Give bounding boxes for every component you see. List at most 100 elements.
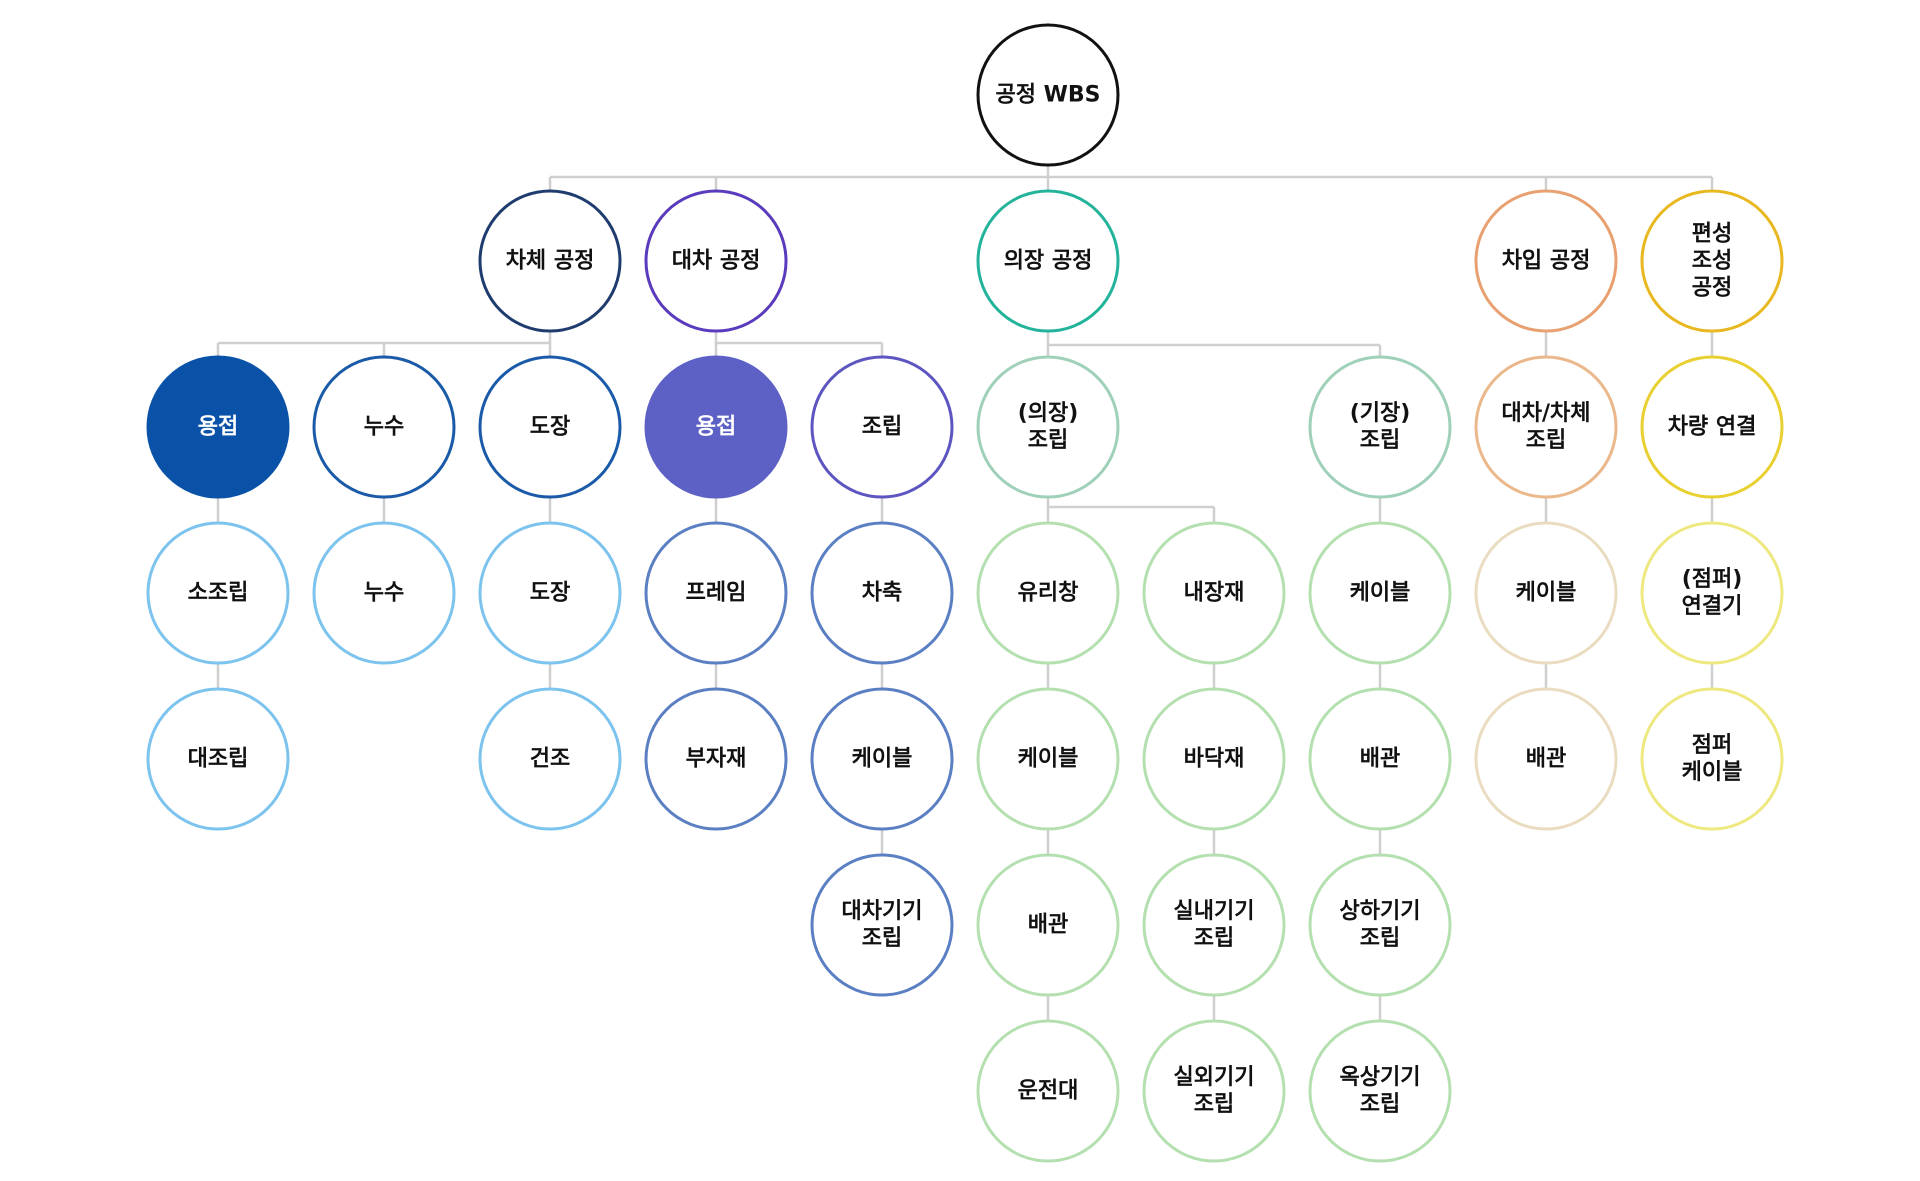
node-circle: [810, 355, 954, 499]
node-label: 케이블: [1018, 747, 1079, 772]
node-circle: [1308, 355, 1452, 499]
node-e-1: 케이블: [1474, 521, 1618, 665]
node-label: 케이블: [1350, 581, 1411, 606]
node-circle: [312, 355, 456, 499]
node-circle: [1474, 355, 1618, 499]
node-circle: [976, 853, 1120, 997]
node-root: 공정 WBS: [976, 23, 1120, 167]
node-label: 대차기기: [842, 899, 923, 924]
node-label: 조립: [1194, 926, 1234, 951]
node-circle: [1142, 853, 1286, 997]
node-entry: 차입 공정: [1474, 189, 1618, 333]
node-circle: [976, 189, 1120, 333]
node-b-leak: 누수: [312, 355, 456, 499]
node-g-assy-2: 케이블: [810, 687, 954, 831]
node-g-weld-2: 부자재: [644, 687, 788, 831]
node-label: 조립: [1526, 428, 1566, 453]
node-o-a-4: 운전대: [976, 1019, 1120, 1163]
node-circle: [146, 687, 290, 831]
node-f-link: 차량 연결: [1640, 355, 1784, 499]
node-o-a-2: 케이블: [976, 687, 1120, 831]
node-g-weld: 용접: [644, 355, 788, 499]
node-circle: [478, 687, 622, 831]
node-label: 조립: [1360, 926, 1400, 951]
node-circle: [146, 521, 290, 665]
node-circle: [1142, 1019, 1286, 1163]
node-circle: [1474, 521, 1618, 665]
node-circle: [976, 355, 1120, 499]
node-bogie: 대차 공정: [644, 189, 788, 333]
node-label: 조립: [1360, 428, 1400, 453]
node-b-weld-2: 대조립: [146, 687, 290, 831]
node-circle: [146, 355, 290, 499]
node-o-assy: (의장)조립: [976, 355, 1120, 499]
node-label: 배관: [1028, 913, 1068, 938]
node-circle: [644, 687, 788, 831]
node-label: 공정 WBS: [995, 83, 1100, 108]
node-circle: [810, 521, 954, 665]
node-circle: [1640, 355, 1784, 499]
node-circle: [976, 23, 1120, 167]
node-circle: [976, 521, 1120, 665]
node-label: 배관: [1360, 747, 1400, 772]
connector-lines: [216, 165, 1714, 1021]
node-circle: [1474, 189, 1618, 333]
node-o-b-1: 내장재: [1142, 521, 1286, 665]
node-label: 도장: [530, 415, 570, 440]
node-circle: [1142, 521, 1286, 665]
node-label: 케이블: [1516, 581, 1577, 606]
node-b-weld: 용접: [146, 355, 290, 499]
node-label: 대조립: [188, 747, 249, 772]
node-circle: [976, 1019, 1120, 1163]
node-label: 상하기기: [1340, 899, 1421, 924]
node-label: 차축: [862, 581, 902, 606]
node-label: 내장재: [1184, 581, 1245, 606]
node-label: 공정: [1692, 276, 1732, 301]
node-b-paint-1: 도장: [478, 521, 622, 665]
node-label: 차체 공정: [506, 249, 595, 274]
node-circle: [1308, 1019, 1452, 1163]
node-label: 도장: [530, 581, 570, 606]
node-f-1: (점퍼)연결기: [1640, 521, 1784, 665]
node-o-e-2: 배관: [1308, 687, 1452, 831]
node-label: 조성: [1692, 249, 1732, 274]
node-label: 소조립: [188, 581, 249, 606]
node-label: 조립: [862, 926, 902, 951]
node-label: 누수: [364, 581, 404, 606]
node-circle: [976, 687, 1120, 831]
node-e-2: 배관: [1474, 687, 1618, 831]
node-label: 대차 공정: [672, 249, 761, 274]
node-label: (기장): [1350, 401, 1411, 426]
node-circle: [644, 521, 788, 665]
node-circle: [1308, 853, 1452, 997]
node-label: 용접: [198, 415, 238, 440]
node-circle: [1308, 687, 1452, 831]
node-circle: [644, 355, 788, 499]
node-g-weld-1: 프레임: [644, 521, 788, 665]
node-circle: [478, 355, 622, 499]
node-o-e-1: 케이블: [1308, 521, 1452, 665]
node-g-assy-1: 차축: [810, 521, 954, 665]
node-label: 조립: [862, 415, 902, 440]
node-b-weld-1: 소조립: [146, 521, 290, 665]
node-circle: [644, 189, 788, 333]
node-label: 케이블: [1682, 760, 1743, 785]
node-b-leak-1: 누수: [312, 521, 456, 665]
node-label: (점퍼): [1682, 567, 1743, 592]
node-label: 건조: [530, 747, 570, 772]
node-b-paint: 도장: [478, 355, 622, 499]
node-label: 유리창: [1018, 581, 1079, 606]
node-label: 바닥재: [1184, 747, 1245, 772]
node-circle: [1640, 189, 1784, 333]
node-body: 차체 공정: [478, 189, 622, 333]
node-o-a-1: 유리창: [976, 521, 1120, 665]
node-circle: [1142, 687, 1286, 831]
node-outfit: 의장 공정: [976, 189, 1120, 333]
node-label: 배관: [1526, 747, 1566, 772]
node-g-assy: 조립: [810, 355, 954, 499]
node-circle: [1308, 521, 1452, 665]
